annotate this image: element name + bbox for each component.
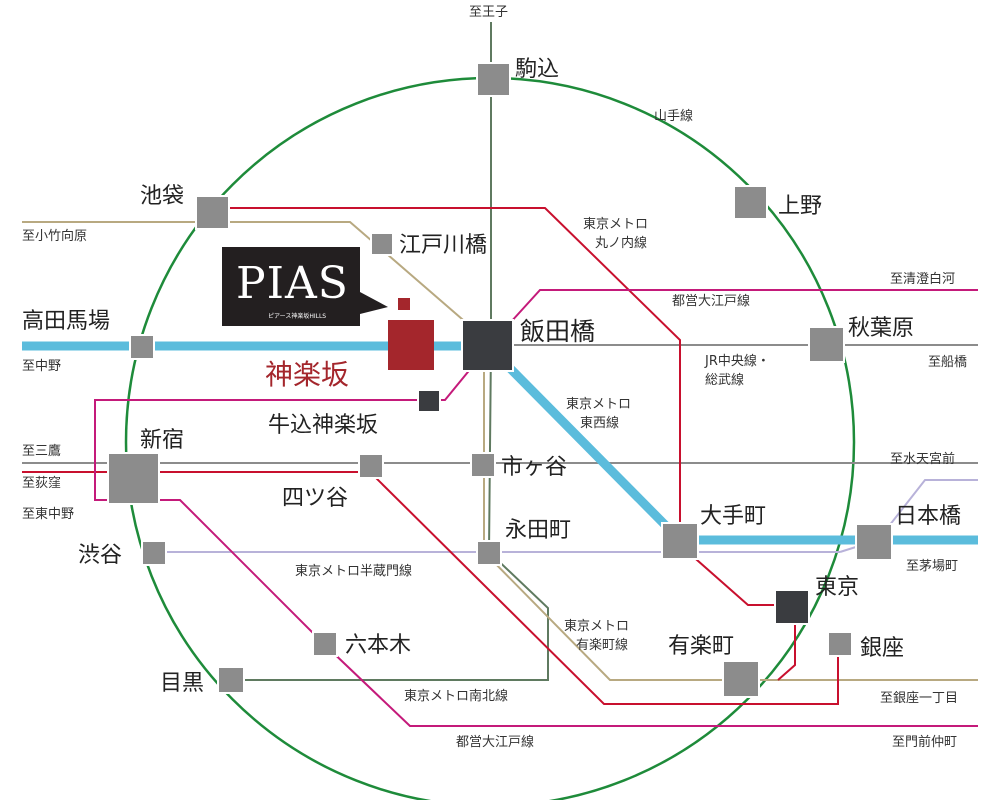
label-takadanobaba: 高田馬場 — [22, 309, 110, 334]
station-edogawabashi[interactable] — [370, 232, 394, 256]
label-shinjuku: 新宿 — [140, 428, 184, 453]
station-ushigome[interactable] — [417, 389, 441, 413]
label-shibuya: 渋谷 — [78, 543, 122, 568]
logo-subtitle: ピアース神楽坂HILLS — [268, 312, 326, 320]
dir-funabashi: 至船橋 — [928, 355, 967, 370]
line-marunouchi-2: 丸ノ内線 — [595, 235, 647, 251]
line-chuo-sobu-1: JR中央線・ — [704, 353, 770, 369]
station-yurakucho[interactable] — [722, 660, 760, 698]
label-meguro: 目黒 — [160, 671, 204, 696]
label-roppongi: 六本木 — [345, 633, 411, 658]
station-iidabashi[interactable] — [461, 319, 514, 372]
station-otemachi[interactable] — [661, 522, 699, 560]
line-marunouchi-1: 東京メトロ — [583, 216, 648, 232]
dir-kiyosumi: 至清澄白河 — [890, 271, 955, 287]
pias-logo: PIAS ピアース神楽坂HILLS — [222, 247, 388, 326]
highlight-label: 神楽坂 — [265, 358, 349, 391]
station-ueno[interactable] — [733, 185, 768, 220]
dir-suitengumae: 至水天宮前 — [890, 451, 955, 467]
label-ginza: 銀座 — [860, 636, 904, 661]
line-yurakucho-1: 東京メトロ — [564, 618, 629, 634]
label-nagatacho: 永田町 — [505, 518, 571, 543]
station-akihabara[interactable] — [808, 326, 845, 363]
line-oedo-bottom: 都営大江戸線 — [456, 734, 534, 750]
label-ichigaya: 市ヶ谷 — [501, 455, 567, 480]
label-otemachi: 大手町 — [700, 504, 766, 529]
station-roppongi[interactable] — [312, 631, 338, 657]
label-ueno: 上野 — [778, 194, 822, 219]
label-edogawabashi: 江戸川橋 — [399, 233, 487, 258]
dir-higashinakano: 至東中野 — [22, 506, 74, 522]
label-yurakucho: 有楽町 — [668, 634, 734, 659]
marunouchi-line — [22, 207, 839, 705]
pias-location-dot — [398, 298, 410, 310]
line-namboku: 東京メトロ南北線 — [404, 688, 508, 704]
station-takadanobaba[interactable] — [129, 334, 155, 360]
dir-ogikubo: 至荻窪 — [22, 475, 61, 491]
label-akihabara: 秋葉原 — [848, 316, 914, 341]
label-komagome: 駒込 — [515, 57, 559, 82]
station-ikebukuro[interactable] — [195, 195, 230, 230]
dir-oji: 至王子 — [469, 5, 508, 20]
label-ikebukuro: 池袋 — [140, 184, 184, 209]
station-komagome[interactable] — [476, 62, 511, 97]
label-tokyo: 東京 — [815, 575, 859, 600]
station-shibuya[interactable] — [141, 540, 167, 566]
line-yamanote: 山手線 — [654, 108, 693, 124]
station-ginza[interactable] — [827, 631, 853, 657]
dir-ginza1: 至銀座一丁目 — [880, 691, 958, 706]
line-tozai-1: 東京メトロ — [566, 396, 631, 412]
dir-nakano: 至中野 — [22, 359, 61, 374]
kagurazaka-marker[interactable] — [388, 320, 434, 370]
station-nagatacho[interactable] — [476, 540, 502, 566]
station-meguro[interactable] — [217, 666, 245, 694]
station-labels: 駒込 上野 池袋 江戸川橋 高田馬場 飯田橋 秋葉原 牛込神楽坂 新宿 四ツ谷 … — [22, 57, 961, 696]
line-labels: 山手線 東京メトロ 丸ノ内線 都営大江戸線 JR中央線・ 総武線 東京メトロ 東… — [295, 108, 770, 750]
line-hanzomon: 東京メトロ半蔵門線 — [295, 563, 412, 579]
dir-kotakemukaihara: 至小竹向原 — [22, 228, 87, 244]
dir-mitaka: 至三鷹 — [22, 444, 61, 459]
label-ushigome: 牛込神楽坂 — [268, 413, 378, 438]
station-ichigaya[interactable] — [470, 452, 496, 478]
line-oedo-top: 都営大江戸線 — [672, 293, 750, 309]
oedo-line — [94, 289, 978, 727]
line-chuo-sobu-2: 総武線 — [705, 372, 744, 388]
station-shinjuku[interactable] — [107, 452, 160, 505]
logo-title: PIAS — [236, 258, 349, 309]
yurakucho-line — [22, 221, 978, 681]
station-tokyo[interactable] — [774, 589, 810, 625]
line-tozai-2: 東西線 — [580, 415, 619, 431]
label-yotsuya: 四ツ谷 — [282, 486, 348, 511]
line-yurakucho-2: 有楽町線 — [576, 637, 628, 653]
label-nihonbashi: 日本橋 — [895, 504, 961, 529]
stations — [107, 62, 893, 698]
station-nihonbashi[interactable] — [855, 523, 893, 561]
dir-kayabacho: 至茅場町 — [906, 559, 958, 574]
dir-monzennakacho: 至門前仲町 — [892, 734, 957, 750]
label-iidabashi: 飯田橋 — [520, 317, 595, 346]
station-yotsuya[interactable] — [358, 453, 384, 479]
direction-labels: 至王子 至小竹向原 至清澄白河 至中野 至船橋 至三鷹 至荻窪 至東中野 至水天… — [22, 5, 967, 750]
